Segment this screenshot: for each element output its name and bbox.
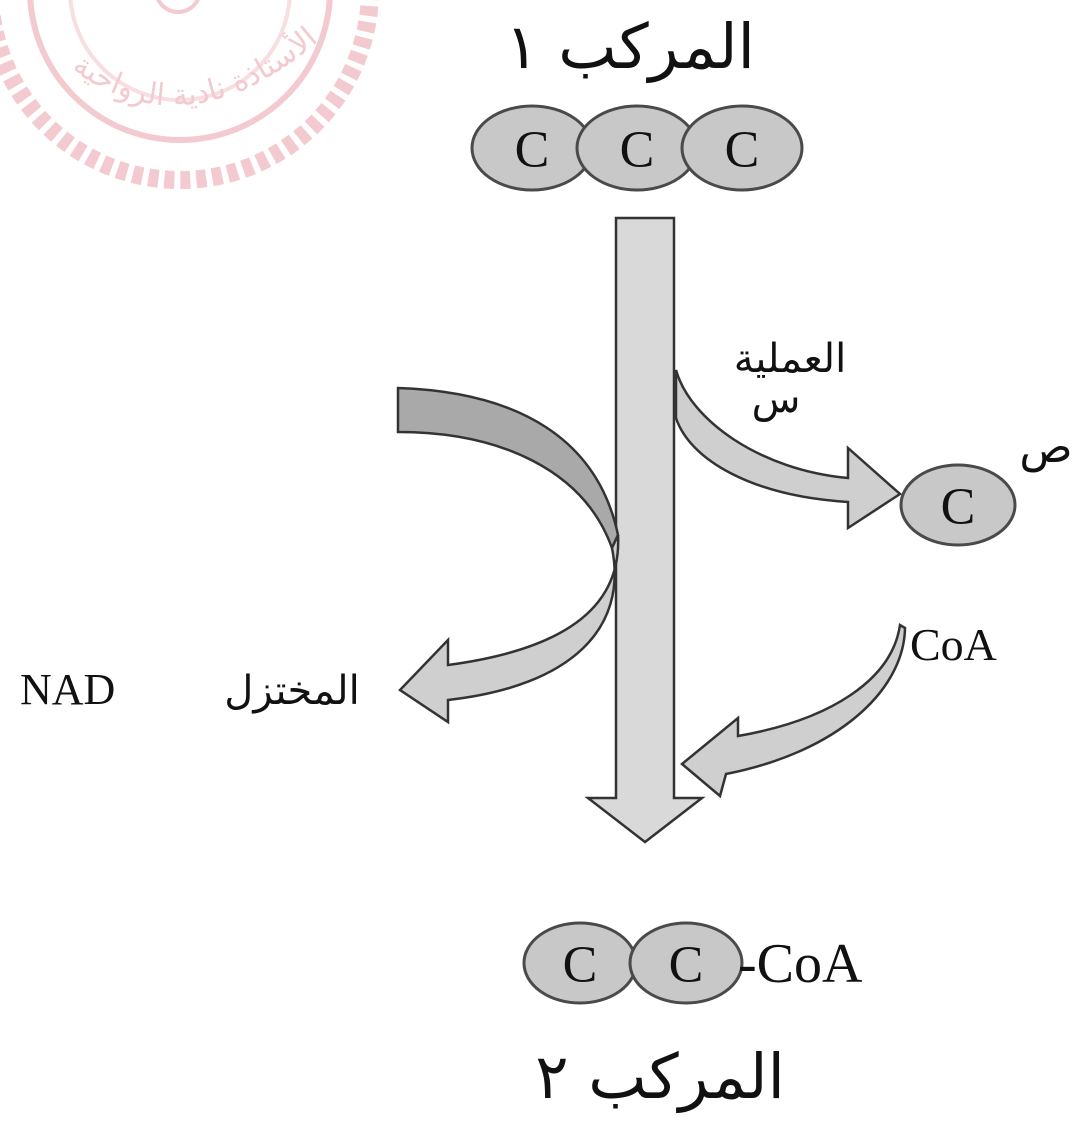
carbon-atom: C	[470, 104, 594, 192]
main-reaction-arrow	[584, 216, 706, 844]
compound1-label: المركب ١	[505, 10, 755, 83]
carbon-atom: C	[680, 104, 804, 192]
carbon-atom: C	[575, 104, 699, 192]
carbon-atom: C	[628, 921, 744, 1005]
compound2-molecule: C C -CoA	[522, 921, 863, 1005]
coa-input-arrow	[680, 622, 907, 799]
svg-text:C: C	[725, 122, 760, 179]
svg-text:C: C	[941, 479, 976, 536]
compound2-label: المركب ٢	[535, 1040, 785, 1113]
carbon-atom: C	[522, 921, 638, 1005]
nad-reduction-arrow	[396, 386, 620, 725]
watermark-seal: الأستاذة نادية الرواحية	[0, 0, 379, 189]
svg-text:C: C	[669, 937, 704, 994]
process-symbol: س	[752, 376, 801, 422]
svg-text:C: C	[563, 937, 598, 994]
svg-text:C: C	[620, 122, 655, 179]
decarboxylation-arrow	[674, 369, 903, 531]
released-label: ص	[1019, 422, 1072, 473]
coa-input-label: CoA	[910, 619, 997, 670]
compound1-molecule: C C C	[470, 104, 804, 192]
nad-reduced-word: المختزل	[224, 668, 359, 714]
nad-symbol: NAD	[20, 665, 115, 714]
process-label: العملية	[734, 336, 846, 382]
svg-text:C: C	[515, 122, 550, 179]
released-carbon: C	[899, 463, 1017, 547]
coa-suffix: -CoA	[738, 933, 863, 995]
